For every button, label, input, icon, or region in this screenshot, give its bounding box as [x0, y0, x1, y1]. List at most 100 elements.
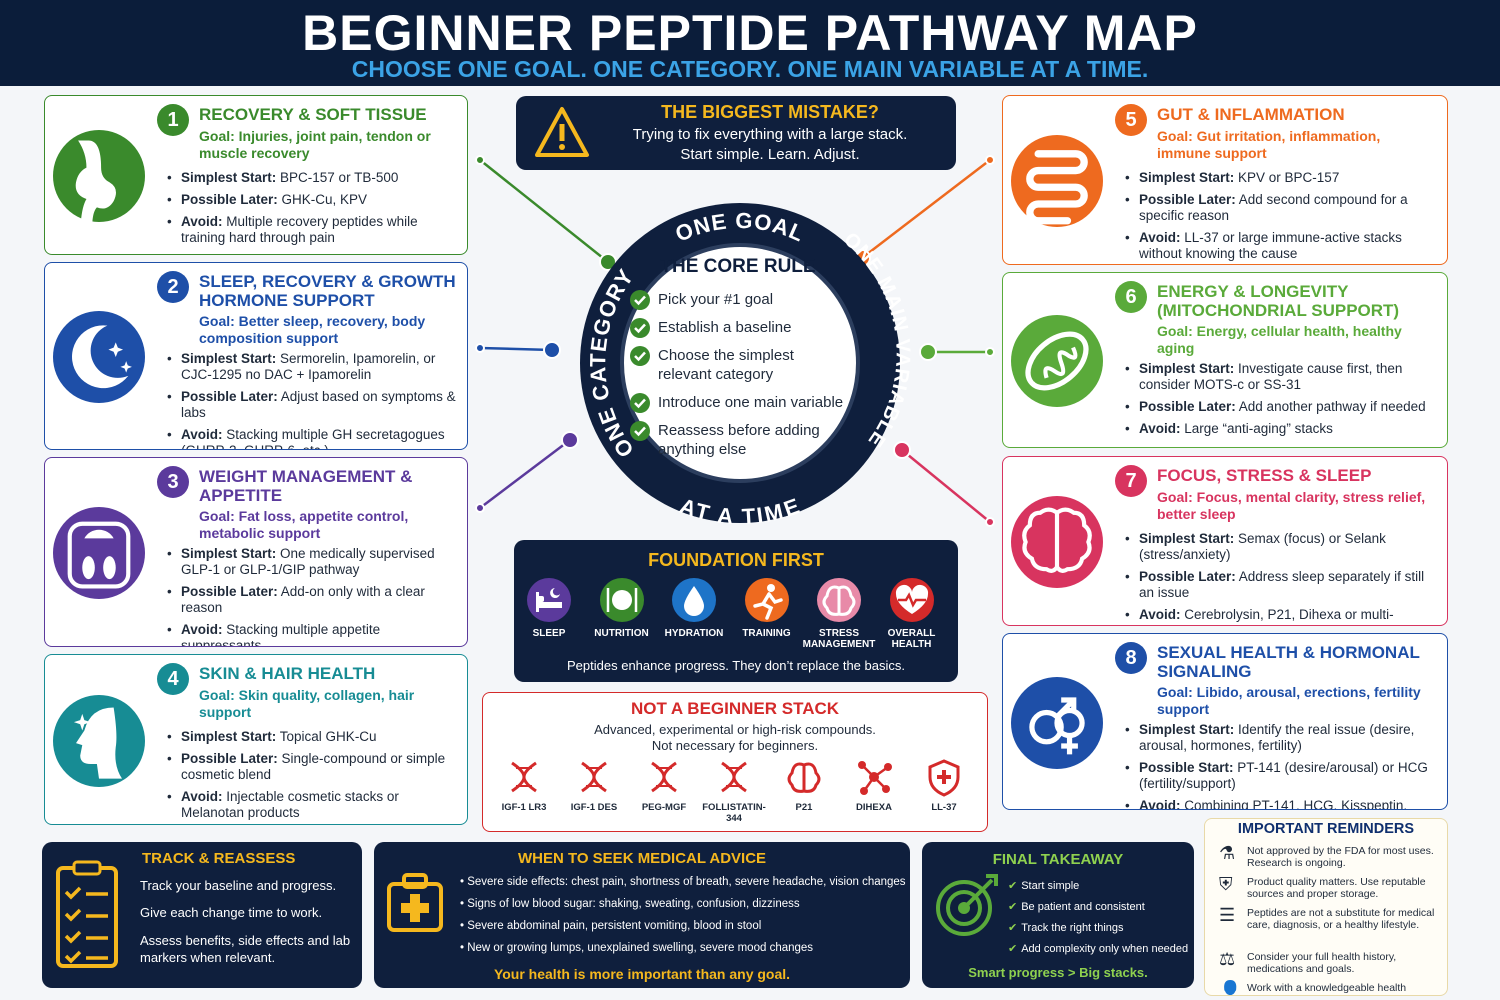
takeaway-item: ✔Add complexity only when needed [1008, 943, 1189, 955]
card-item: Simplest Start: BPC-157 or TB-500 [165, 170, 461, 186]
check-icon: ✔ [1008, 901, 1018, 913]
card-item: Simplest Start: Topical GHK-Cu [165, 729, 461, 745]
molecule-icon [858, 761, 892, 795]
not-beginner-item: IGF-1 LR3 [489, 757, 559, 813]
card-number: 4 [157, 663, 189, 695]
moon-stars-icon [53, 311, 145, 403]
card-title: ENERGY & LONGEVITY (MITOCHONDRIAL SUPPOR… [1157, 282, 1400, 320]
card-item: Possible Later: Adjust based on symptoms… [165, 389, 461, 421]
card-items: Simplest Start: KPV or BPC-157Possible L… [1123, 170, 1441, 264]
card-number: 5 [1115, 104, 1147, 136]
card-item: Avoid: LL-37 or large immune-active stac… [1123, 230, 1441, 262]
card-item: Simplest Start: One medically supervised… [165, 546, 461, 578]
card-item: Possible Later: Single-compound or simpl… [165, 751, 461, 783]
connector-dot [475, 503, 485, 513]
dna-icon [651, 761, 677, 793]
card-items: Simplest Start: One medically supervised… [165, 546, 461, 646]
reminder-item: ⚖Consider your full health history, medi… [1219, 949, 1397, 975]
card-item: Possible Later: GHK-Cu, KPV [165, 192, 461, 208]
card-goal: Goal: Focus, mental clarity, stress reli… [1157, 489, 1426, 522]
check-icon: ✔ [1008, 922, 1018, 934]
card-items: Simplest Start: Semax (focus) or Selank … [1123, 531, 1441, 625]
connector-dot [475, 155, 485, 165]
card-title: SKIN & HAIR HEALTH [199, 664, 376, 683]
check-icon [630, 318, 650, 338]
medical-item: • New or growing lumps, unexplained swel… [460, 942, 814, 954]
connector-dot [919, 343, 937, 361]
foundation-item-overall-health: OVERALL HEALTH [874, 578, 950, 650]
card-item: Possible Later: Add another pathway if n… [1123, 399, 1441, 415]
medical-item: • Severe side effects: chest pain, short… [460, 876, 906, 888]
knee-joint-icon [53, 130, 145, 239]
medical-footer: Your health is more important than any g… [493, 966, 791, 982]
balance-scale-icon: ⚖ [1219, 949, 1236, 969]
not-beginner-item: P21 [769, 757, 839, 813]
shield-icon [928, 759, 960, 797]
connector-line [901, 449, 991, 523]
card-item: Simplest Start: KPV or BPC-157 [1123, 170, 1441, 186]
track-title: TRACK & REASSESS [142, 850, 296, 867]
connector-dot [475, 343, 485, 353]
card-number: 3 [157, 466, 189, 498]
dna-icon [721, 761, 747, 793]
foundation-item-label: SLEEP [532, 628, 566, 639]
connector-dot [543, 341, 561, 359]
takeaway-item: ✔Be patient and consistent [1008, 901, 1145, 913]
foundation-item-nutrition: NUTRITION [584, 578, 660, 639]
foundation-item-label: HYDRATION [664, 628, 724, 639]
card-item: Avoid: Combining PT-141, HCG, Kisspeptin… [1123, 798, 1441, 809]
goal-card-4: 4 SKIN & HAIR HEALTH Goal: Skin quality, c… [44, 654, 468, 825]
card-item: Possible Later: Address sleep separately… [1123, 569, 1441, 601]
not-beginner-title: NOT A BEGINNER STACK [630, 699, 840, 718]
takeaway-footer: Smart progress > Big stacks. [968, 965, 1148, 980]
not-beginner-line-1: Advanced, experimental or high-risk comp… [594, 722, 876, 737]
connector-line [861, 159, 991, 259]
reminders-title: IMPORTANT REMINDERS [1237, 821, 1415, 837]
not-beginner-label: LL-37 [931, 802, 957, 813]
intestine-icon [1011, 135, 1103, 227]
reminders-list: ⚗Not approved by the FDA for most uses. … [1215, 844, 1441, 995]
track-box: TRACK & REASSESS Track your baseline and… [42, 842, 362, 988]
card-goal: Goal: Skin quality, collagen, hair suppo… [199, 687, 415, 720]
reminders-box: IMPORTANT REMINDERS ⚗Not approved by the… [1204, 818, 1448, 996]
not-beginner-item: DIHEXA [839, 757, 909, 813]
takeaway-box: FINAL TAKEAWAY ✔Start simple✔Be patient … [922, 842, 1194, 988]
connector-dot [893, 441, 911, 459]
medical-title: WHEN TO SEEK MEDICAL ADVICE [517, 850, 767, 867]
card-item: Possible Later: Add second compound for … [1123, 192, 1441, 224]
check-icon: ✔ [1008, 943, 1018, 955]
card-items: Simplest Start: Sermorelin, Ipamorelin, … [165, 351, 461, 449]
foundation-item-label: TRAINING [742, 628, 791, 639]
card-item: Possible Start: PT-141 (desire/arousal) … [1123, 760, 1441, 792]
not-beginner-box: NOT A BEGINNER STACK Advanced, experimen… [482, 692, 988, 832]
not-beginner-label: P21 [795, 802, 813, 813]
card-item: Simplest Start: Semax (focus) or Selank … [1123, 531, 1441, 563]
warning-icon [535, 107, 589, 157]
not-beginner-item: IGF-1 DES [559, 757, 629, 813]
heart-pulse-icon [889, 578, 934, 622]
shield-icon: ⛨ [1219, 874, 1233, 894]
card-item: Simplest Start: Investigate cause first,… [1123, 361, 1441, 393]
card-goal: Goal: Gut irritation, inflammation, immu… [1157, 128, 1381, 161]
page-title: BEGINNER PEPTIDE PATHWAY MAP [302, 5, 1198, 61]
foundation-item-sleep: SLEEP [511, 578, 587, 639]
card-items: Simplest Start: Investigate cause first,… [1123, 361, 1441, 443]
core-rule-item: Pick your #1 goal [628, 290, 848, 310]
card-title: GUT & INFLAMMATION [1157, 105, 1345, 124]
connector-line [479, 159, 609, 263]
card-items: Simplest Start: Topical GHK-CuPossible L… [165, 729, 461, 824]
first-aid-kit-icon [387, 873, 443, 932]
mistake-title: THE BIGGEST MISTAKE? [661, 102, 879, 122]
connector-line [479, 346, 553, 352]
card-goal: Goal: Fat loss, appetite control, metabo… [199, 508, 409, 541]
card-number: 7 [1115, 465, 1147, 497]
reminder-item: ☰Peptides are not a substitute for medic… [1219, 905, 1435, 931]
card-title: FOCUS, STRESS & SLEEP [1157, 466, 1372, 485]
check-icon: ✔ [1008, 880, 1018, 892]
card-title: WEIGHT MANAGEMENT & APPETITE [199, 467, 413, 505]
connector-line [479, 439, 571, 509]
not-beginner-item: LL-37 [909, 757, 979, 813]
connector-dot [561, 431, 579, 449]
